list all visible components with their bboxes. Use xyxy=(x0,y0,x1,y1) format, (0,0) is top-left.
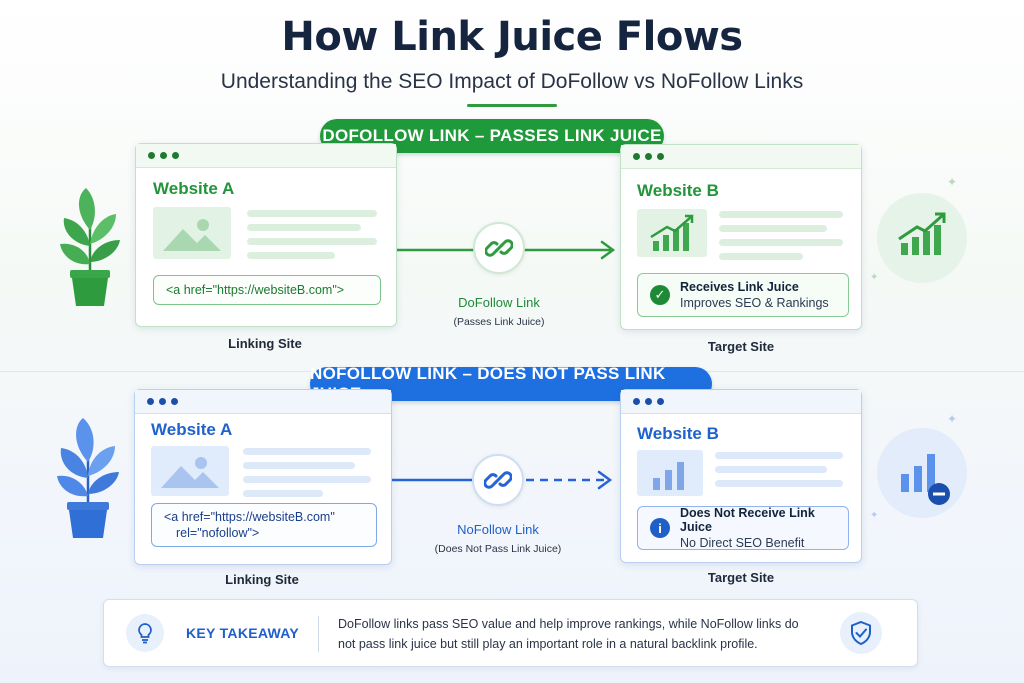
blue-plant-icon xyxy=(55,416,121,540)
image-placeholder-icon xyxy=(151,446,229,496)
growth-bars-icon xyxy=(637,209,707,257)
target-site-title: Website B xyxy=(637,181,719,200)
image-placeholder-icon xyxy=(153,207,231,259)
source-site-title: Website A xyxy=(151,420,233,439)
flat-chart-minus-icon xyxy=(877,428,967,518)
nofollow-status-box: i Does Not Receive Link Juice No Direct … xyxy=(637,506,849,550)
sparkle-icon: ✦ xyxy=(870,510,879,521)
flat-bars-icon xyxy=(637,450,703,496)
nofollow-target-caption: Target Site xyxy=(707,570,775,585)
source-site-title: Website A xyxy=(153,179,235,198)
dofollow-source-caption: Linking Site xyxy=(228,336,302,351)
key-takeaway-text: DoFollow links pass SEO value and help i… xyxy=(338,617,799,651)
nofollow-link-label: NoFollow Link (Does Not Pass Link Juice) xyxy=(434,522,562,555)
nofollow-target-window: Website B i Does Not Receive Link Juice … xyxy=(620,389,862,563)
page-subtitle: Understanding the SEO Impact of DoFollow… xyxy=(220,70,804,93)
shield-check-icon xyxy=(840,612,882,654)
dofollow-code-snippet: <a href="https://websiteB.com"> xyxy=(153,275,381,305)
dofollow-status-box: ✓ Receives Link Juice Improves SEO & Ran… xyxy=(637,273,849,317)
sparkle-icon: ✦ xyxy=(870,272,879,283)
title-underline xyxy=(467,104,557,107)
nofollow-code-snippet: <a href="https://websiteB.com" rel="nofo… xyxy=(151,503,377,547)
lightbulb-icon xyxy=(126,614,164,652)
key-takeaway-label: KEY TAKEAWAY xyxy=(186,625,300,641)
green-plant-icon xyxy=(58,186,122,308)
dofollow-target-caption: Target Site xyxy=(707,339,775,354)
nofollow-source-window: Website A <a href="https://websiteB.com"… xyxy=(134,389,392,565)
growth-chart-icon xyxy=(877,193,967,283)
nofollow-source-caption: Linking Site xyxy=(225,572,299,587)
sparkle-icon: ✦ xyxy=(947,412,958,426)
page-title: How Link Juice Flows xyxy=(281,14,743,60)
nofollow-dashed-arrow xyxy=(392,468,614,508)
target-site-title: Website B xyxy=(637,424,719,443)
dofollow-link-label: DoFollow Link (Passes Link Juice) xyxy=(453,295,545,328)
check-circle-icon: ✓ xyxy=(650,285,670,305)
dofollow-target-window: Website B ✓ Receives Link Juice Improves… xyxy=(620,144,862,330)
chain-link-icon xyxy=(472,454,524,506)
window-titlebar xyxy=(136,144,396,168)
sparkle-icon: ✦ xyxy=(947,175,958,189)
dofollow-source-window: Website A <a href="https://websiteB.com"… xyxy=(135,143,397,327)
key-takeaway-panel: KEY TAKEAWAY DoFollow links pass SEO val… xyxy=(103,599,918,667)
takeaway-divider xyxy=(318,616,319,652)
chain-link-icon xyxy=(473,222,525,274)
info-circle-icon: i xyxy=(650,518,670,538)
